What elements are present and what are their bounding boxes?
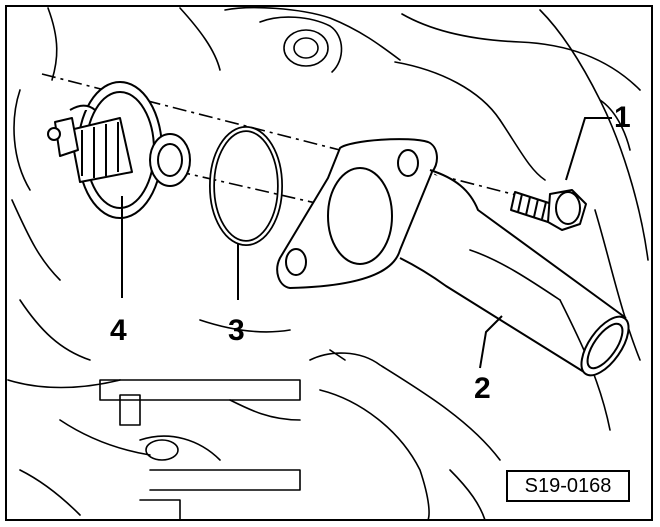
engine-background <box>7 6 649 521</box>
thermostat-part <box>47 81 191 219</box>
o-ring-part <box>209 126 283 246</box>
callout-number-3: 3 <box>228 314 245 347</box>
callout-number-1: 1 <box>614 101 631 134</box>
callout-leader-lines <box>121 117 612 369</box>
callout-number-4: 4 <box>110 314 127 347</box>
coolant-pipe-part <box>276 138 630 377</box>
figure-id-label: S19-0168 <box>506 470 630 502</box>
bolt-part <box>510 189 587 231</box>
callout-number-2: 2 <box>474 372 491 405</box>
